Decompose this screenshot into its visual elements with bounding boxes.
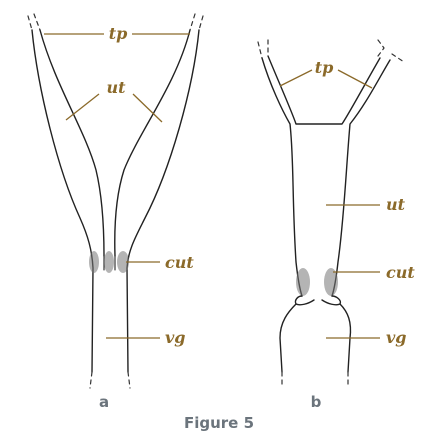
panel-a-letter: a bbox=[99, 393, 109, 411]
panel-b-letter: b bbox=[311, 393, 322, 411]
panel-a-right-outer-wall bbox=[126, 29, 200, 373]
panel-b-cuticle-right bbox=[324, 268, 338, 296]
panel-b-top-right-dashes bbox=[377, 39, 385, 57]
panel-b-top-left-dashes bbox=[257, 41, 263, 59]
panel-a-bottom-left-dashes bbox=[89, 371, 93, 389]
panel-a-cuticle-left bbox=[89, 251, 99, 273]
panel-b-cuticle-left bbox=[296, 268, 310, 296]
panel-b-outer-wall-left bbox=[261, 57, 303, 297]
panel-a-label-ut: ut bbox=[106, 78, 126, 97]
panel-b-fundus-arch bbox=[267, 55, 381, 125]
figure-caption: Figure 5 bbox=[184, 414, 254, 432]
panel-a-cuticle-right bbox=[117, 251, 129, 273]
panel-b-label-cut: cut bbox=[386, 263, 415, 282]
panel-b-drawing bbox=[257, 39, 405, 389]
panel-b-vagina-left bbox=[279, 303, 297, 373]
panel-b-label-vg: vg bbox=[386, 328, 406, 347]
panel-a-top-right-inner-dashes bbox=[198, 15, 204, 31]
panel-a-right-inner-wall bbox=[114, 29, 191, 257]
panel-a-label-vg: vg bbox=[165, 328, 185, 347]
panel-a-left-outer-wall bbox=[31, 29, 94, 373]
panel-b-tp-leader-left bbox=[279, 69, 313, 87]
panel-b-label-ut: ut bbox=[386, 195, 406, 214]
panel-a-left-inner-wall bbox=[39, 29, 105, 257]
panel-b-tp-leader-right bbox=[337, 69, 373, 89]
panel-b-top-right-inner-dashes bbox=[391, 53, 405, 63]
panel-b-cervix-left bbox=[294, 295, 315, 306]
panel-a-cuticle-center bbox=[104, 251, 114, 273]
panel-a-ut-leader-left bbox=[65, 93, 100, 121]
panel-b-outer-wall-right bbox=[331, 59, 391, 297]
panel-a-drawing bbox=[27, 13, 204, 389]
panel-a-bottom-right-dashes bbox=[127, 371, 131, 389]
panel-a-top-right-dashes bbox=[189, 13, 196, 31]
panel-a-top-left-dashes bbox=[33, 13, 41, 31]
panel-b-label-tp: tp bbox=[315, 58, 334, 77]
panel-a-top-left-inner-dashes bbox=[27, 15, 33, 31]
panel-a-label-tp: tp bbox=[109, 24, 128, 43]
panel-a-ut-leader-right bbox=[132, 93, 163, 123]
panel-b-cervix-right bbox=[321, 295, 342, 306]
panel-a-label-cut: cut bbox=[165, 253, 194, 272]
